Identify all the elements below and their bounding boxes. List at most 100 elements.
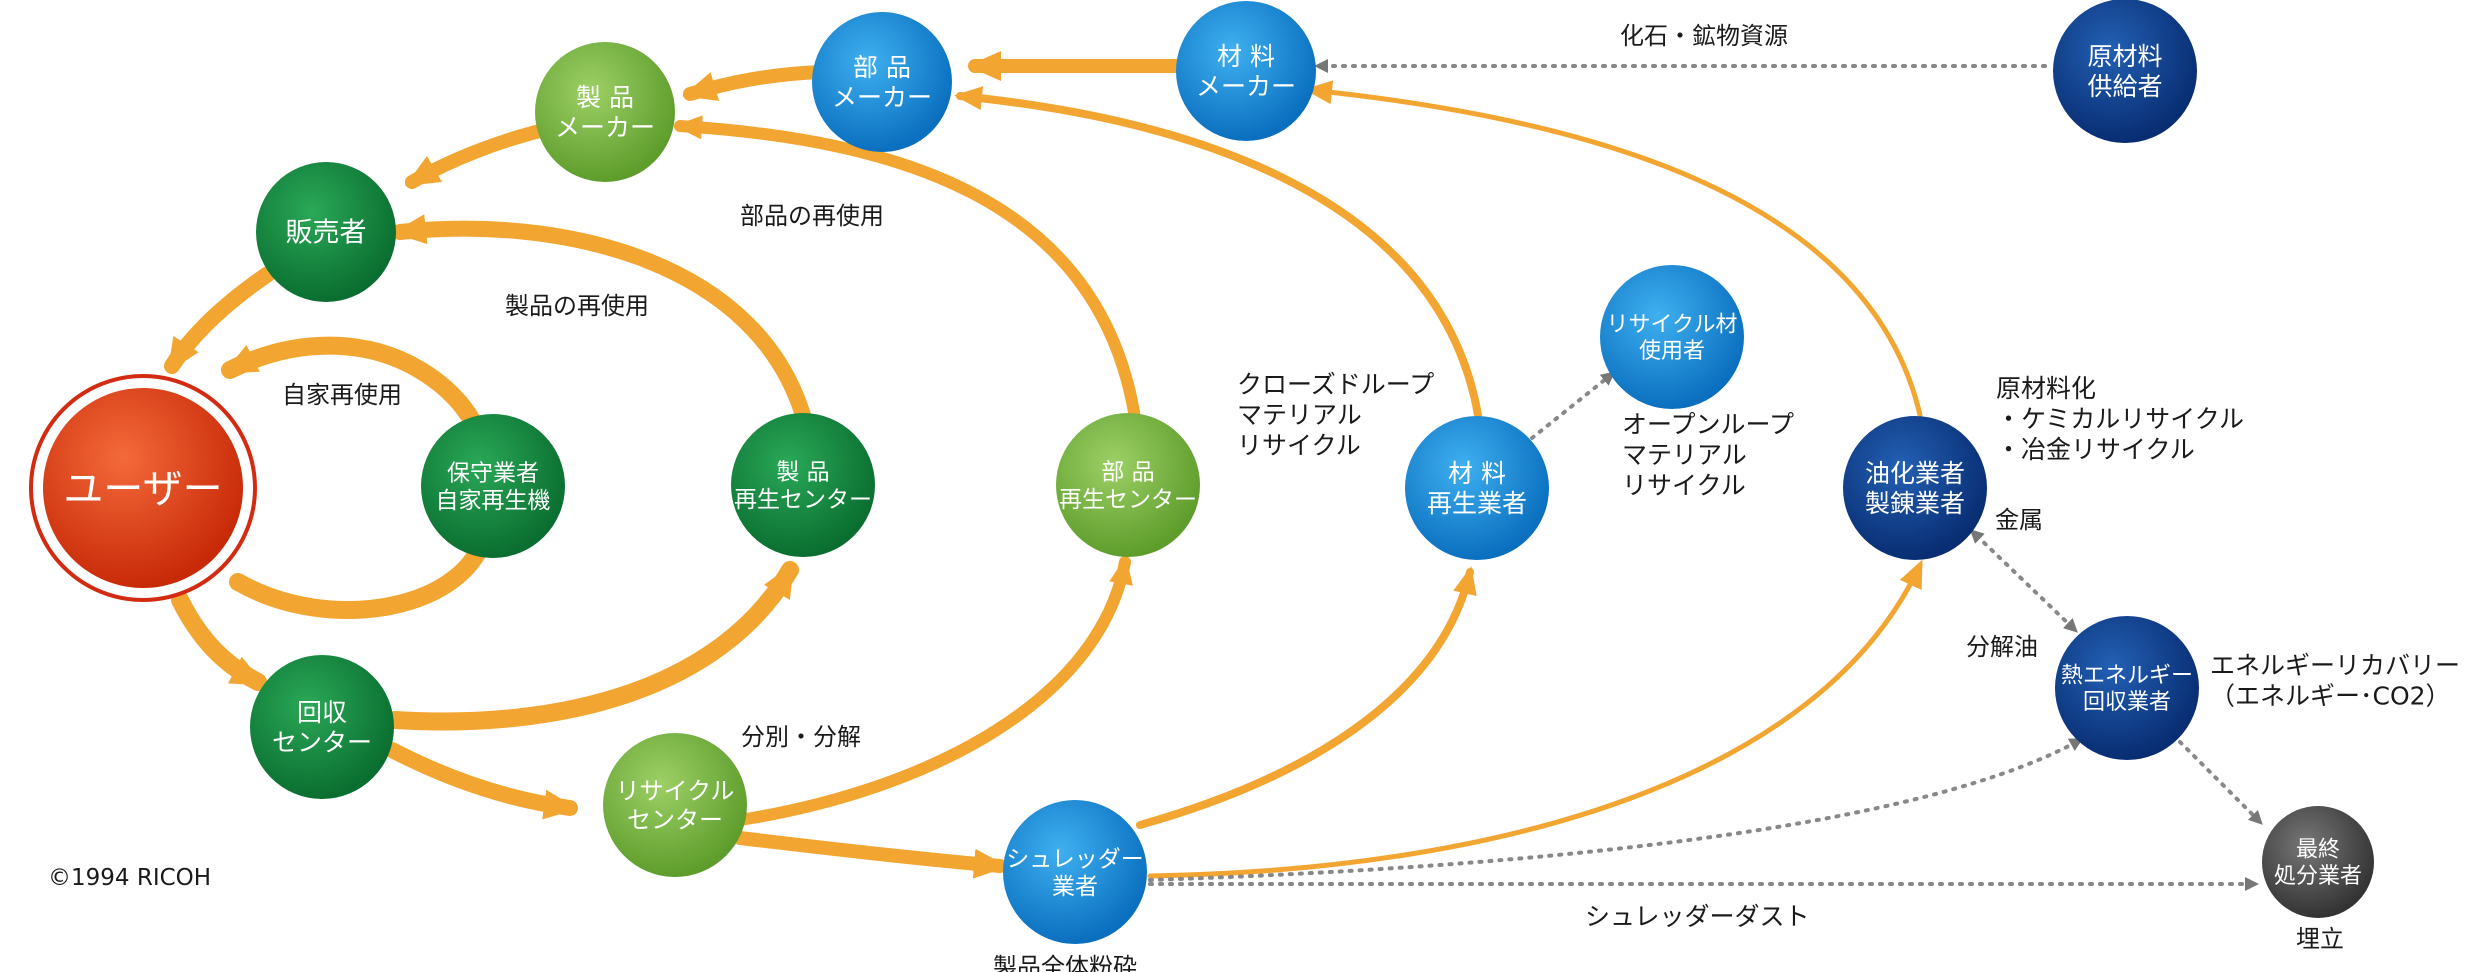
node-final-disposal: 最終処分業者 bbox=[2262, 806, 2374, 918]
node-product-regen-label: 製 品再生センター bbox=[734, 459, 872, 513]
dotted-oil-thermal bbox=[1969, 529, 2078, 633]
label-closed-loop: クローズドループマテリアルリサイクル bbox=[1237, 370, 1434, 460]
node-material-regen-label: 材 料再生業者 bbox=[1427, 459, 1527, 518]
nodes: ユーザー 販売者 製 品メーカー 部 品メーカー 材 料メーカー 原材料供給者 … bbox=[29, 0, 2374, 944]
node-product-regen: 製 品再生センター bbox=[731, 413, 875, 557]
label-line: リサイクル bbox=[1622, 471, 1746, 500]
node-parts-regen: 部 品再生センター bbox=[1056, 413, 1200, 557]
node-label-line: リサイクル材 bbox=[1607, 313, 1738, 338]
node-label-line: メーカー bbox=[555, 113, 655, 142]
node-thermal-label: 熱エネルギー回収業者 bbox=[2061, 664, 2193, 715]
node-collection-label: 回収センター bbox=[272, 698, 372, 757]
node-recycle-center-label: リサイクルセンター bbox=[616, 777, 735, 834]
dotted-shredder-to-thermal bbox=[1148, 738, 2084, 882]
dotted-arrows bbox=[1148, 59, 2263, 891]
node-label-line: 部 品 bbox=[1101, 459, 1154, 485]
node-label-line: 再生業者 bbox=[1427, 489, 1527, 518]
label-line: オープンループ bbox=[1622, 410, 1794, 439]
node-raw-supplier-label: 原材料供給者 bbox=[2087, 42, 2162, 101]
node-label-line: 回収業者 bbox=[2083, 690, 2171, 715]
arrow-parts-to-product bbox=[682, 65, 829, 101]
node-label-line: 保守業者 bbox=[447, 460, 539, 486]
node-maintenance: 保守業者自家再生機 bbox=[421, 414, 565, 558]
annotations: 化石・鉱物資源 部品の再使用 製品の再使用 自家再使用 クローズドループマテリア… bbox=[48, 22, 2460, 972]
label-line: ・ケミカルリサイクル bbox=[1996, 405, 2244, 434]
node-material-maker-label: 材 料メーカー bbox=[1196, 42, 1296, 101]
node-label-line: ユーザー bbox=[63, 466, 222, 512]
node-sales: 販売者 bbox=[256, 162, 396, 302]
node-parts-regen-label: 部 品再生センター bbox=[1059, 459, 1197, 513]
arrow-product-regen-to-sales bbox=[392, 214, 813, 430]
node-material-regen: 材 料再生業者 bbox=[1405, 416, 1549, 560]
node-label-line: 回収 bbox=[297, 698, 347, 727]
arrow-recycle-to-shredder bbox=[733, 831, 1008, 879]
node-thermal: 熱エネルギー回収業者 bbox=[2055, 616, 2199, 760]
node-product-maker-label: 製 品メーカー bbox=[555, 83, 655, 142]
arrow-collection-to-product-regen bbox=[386, 561, 799, 731]
node-oil-smelter: 油化業者製錬業者 bbox=[1843, 416, 1987, 560]
label-line: クローズドループ bbox=[1237, 370, 1434, 399]
label-shredder-dust: シュレッダーダスト bbox=[1585, 902, 1810, 931]
node-label-line: シュレッダー bbox=[1006, 846, 1144, 872]
node-product-maker: 製 品メーカー bbox=[535, 42, 675, 182]
label-product-reuse: 製品の再使用 bbox=[505, 292, 649, 320]
node-label-line: 再生センター bbox=[1059, 487, 1197, 513]
node-label-line: 販売者 bbox=[286, 218, 367, 249]
arrow-oil-smelter-to-material-maker bbox=[1304, 80, 1923, 418]
label-raw-material: 原材料化・ケミカルリサイクル・冶金リサイクル bbox=[1996, 374, 2244, 464]
node-label-line: メーカー bbox=[1196, 72, 1296, 101]
node-parts-maker: 部 品メーカー bbox=[812, 12, 952, 152]
node-label-line: 供給者 bbox=[2087, 72, 2162, 101]
label-fossil: 化石・鉱物資源 bbox=[1620, 22, 1788, 50]
node-label-line: 再生センター bbox=[734, 487, 872, 513]
node-label-line: センター bbox=[627, 806, 723, 834]
node-collection: 回収センター bbox=[250, 655, 394, 799]
node-label-line: 材 料 bbox=[1217, 42, 1275, 71]
arrow-product-to-sales bbox=[405, 121, 559, 189]
arrow-sales-to-user bbox=[164, 266, 276, 374]
arrow-shredder-to-material-regen bbox=[1136, 566, 1477, 829]
node-label-line: 油化業者 bbox=[1865, 459, 1965, 488]
label-line: 原材料化 bbox=[1996, 374, 2096, 403]
node-shredder: シュレッダー業者 bbox=[1003, 800, 1147, 944]
node-maintenance-label: 保守業者自家再生機 bbox=[436, 460, 551, 514]
dotted-material-regen-to-recycled-user bbox=[1530, 371, 1616, 440]
node-label-line: 原材料 bbox=[2087, 42, 2162, 71]
label-line: エネルギーリカバリー bbox=[2210, 651, 2460, 680]
node-recycled-user: リサイクル材使用者 bbox=[1600, 265, 1744, 409]
label-decomposed-oil: 分解油 bbox=[1966, 633, 2038, 661]
node-sales-label: 販売者 bbox=[286, 218, 367, 249]
label-parts-reuse: 部品の再使用 bbox=[740, 202, 884, 230]
label-line: ・冶金リサイクル bbox=[1996, 435, 2195, 464]
arrow-parts-regen-to-product-maker bbox=[674, 115, 1141, 424]
label-open-loop: オープンループマテリアルリサイクル bbox=[1622, 410, 1794, 500]
label-line: マテリアル bbox=[1622, 441, 1747, 470]
label-self-reuse: 自家再使用 bbox=[282, 381, 402, 409]
node-raw-supplier: 原材料供給者 bbox=[2053, 0, 2197, 143]
arrow-collection-to-recycle bbox=[384, 742, 578, 820]
label-energy-recovery: エネルギーリカバリー（エネルギー･CO2） bbox=[2210, 651, 2460, 711]
node-label-line: 業者 bbox=[1052, 874, 1098, 900]
node-label-line: 製錬業者 bbox=[1865, 489, 1965, 518]
node-label-line: リサイクル bbox=[616, 777, 735, 805]
node-label-line: センター bbox=[272, 728, 372, 757]
node-label-line: 熱エネルギー bbox=[2061, 664, 2193, 689]
node-label-line: 処分業者 bbox=[2274, 864, 2362, 889]
node-label-line: 部 品 bbox=[853, 53, 911, 82]
label-metal: 金属 bbox=[1995, 506, 2043, 534]
arrow-user-to-collection bbox=[171, 591, 267, 691]
label-landfill: 埋立 bbox=[2296, 925, 2344, 953]
node-final-disposal-label: 最終処分業者 bbox=[2274, 838, 2362, 889]
label-sorting: 分別・分解 bbox=[741, 723, 861, 751]
node-label-line: 製 品 bbox=[776, 459, 829, 485]
node-label-line: 製 品 bbox=[576, 83, 634, 112]
node-user-label: ユーザー bbox=[63, 466, 222, 512]
node-recycle-center: リサイクルセンター bbox=[603, 733, 747, 877]
node-recycled-user-label: リサイクル材使用者 bbox=[1607, 313, 1738, 364]
node-shredder-label: シュレッダー業者 bbox=[1006, 846, 1144, 900]
node-label-line: 自家再生機 bbox=[436, 488, 551, 514]
node-label-line: メーカー bbox=[832, 83, 932, 112]
arrow-recycle-to-parts-regen bbox=[734, 556, 1133, 826]
